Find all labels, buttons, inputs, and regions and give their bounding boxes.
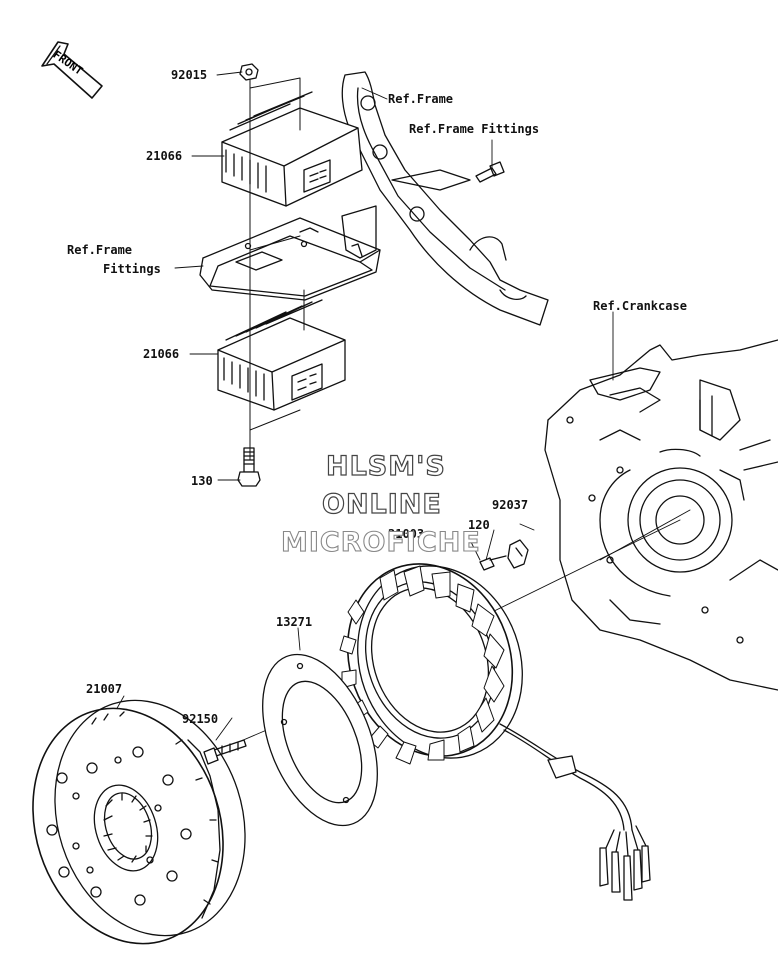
label-130: 130 [191,474,213,488]
label-92150: 92150 [182,712,219,726]
front-arrow-icon [41,41,103,99]
label-21066-top: 21066 [146,149,183,163]
bolt-130 [237,447,261,487]
clamp-92037 [507,539,529,569]
stator-wire-harness [499,723,651,901]
rotor-21007 [32,699,246,945]
bracket-part [199,205,381,301]
watermark-line-3: MICROFICHE [280,527,481,558]
label-92037: 92037 [492,498,529,512]
label-13271: 13271 [276,615,313,629]
regulator-top [221,91,363,207]
label-21003: 21003 [388,527,425,541]
label-120: 120 [468,518,490,532]
alignment-lines [249,77,305,461]
regulator-bottom [217,299,346,411]
bolt-92150 [203,739,247,765]
watermark-line-2: ONLINE [321,489,442,520]
bolt-120 [479,555,507,571]
label-92015: 92015 [171,68,208,82]
crankcase-part [544,339,778,691]
stator-part [339,563,523,765]
plate-13271 [262,653,378,827]
label-ref-frame-fittings-left-1: Ref.Frame [67,243,133,257]
label-21066-bottom: 21066 [143,347,180,361]
label-ref-frame: Ref.Frame [388,92,454,106]
watermark-line-1: HLSM'S [325,451,446,482]
label-ref-crankcase: Ref.Crankcase [593,299,687,313]
label-ref-frame-fittings-right: Ref.Frame Fittings [409,122,540,136]
label-21007: 21007 [86,682,123,696]
frame-part [341,71,549,326]
frame-fittings-bolt [475,161,505,183]
nut-92015 [239,63,259,81]
label-ref-frame-fittings-left-2: Fittings [103,262,161,276]
